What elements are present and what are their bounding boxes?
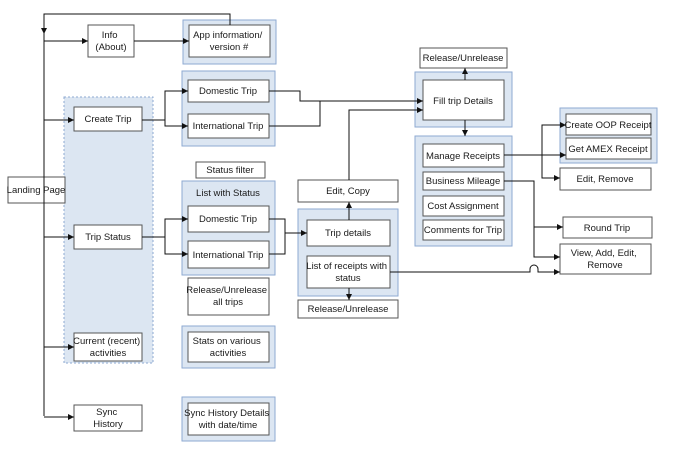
trip-details-label: Trip details [325,228,371,239]
release-bottom-label: Release/Unrelease [308,304,389,315]
release-all-box [187,277,270,316]
connector [541,155,560,181]
comments-label: Comments for Trip [424,225,502,236]
connector [142,216,188,238]
connector [142,88,188,121]
release-all-label: Release/Unrelease all trips [186,285,269,308]
status-filter-box [195,161,266,179]
sync-history-label: Sync History [93,407,123,430]
get-amex-box [565,137,652,160]
receipts-list-label: List of receipts with status [306,261,389,284]
cost-assignment-label: Cost Assignment [427,201,499,212]
info-label: Info (About) [95,30,126,53]
fill-trip-details-box [422,79,505,121]
connector [164,237,188,257]
view-add-box [559,243,652,275]
create-oop-label: Create OOP Receipt [565,120,652,131]
status-international-trip-label: International Trip [193,250,264,261]
create-trip-box [73,106,143,132]
comments-box [422,219,505,241]
round-trip-label: Round Trip [584,223,630,234]
connector [269,218,307,236]
landing-page-label: Landing Page [7,185,66,196]
connectors [41,13,566,420]
status-domestic-trip-label: Domestic Trip [199,214,257,225]
sync-history-box [73,404,143,432]
release-top-label: Release/Unrelease [423,53,504,64]
connector [504,180,563,230]
receipts-list-box [306,255,391,289]
get-amex-label: Get AMEX Receipt [568,144,648,155]
landing-page-box [7,176,66,204]
edit-remove-box [559,167,652,191]
connector [533,227,560,260]
status-domestic-trip-box [187,205,270,233]
international-trip-box [187,113,270,139]
list-with-status-label: List with Status [196,188,260,199]
view-add-label: View, Add, Edit, Remove [571,248,639,271]
labels: Landing Page Info (About) App informatio… [7,30,652,431]
connector [390,264,560,275]
release-bottom-box [297,299,399,319]
edit-copy-label: Edit, Copy [326,186,370,197]
cost-assignment-box [422,195,505,217]
status-filter-label: Status filter [206,165,254,176]
create-trip-label: Create Trip [85,114,132,125]
app-info-box [188,24,271,58]
manage-receipts-label: Manage Receipts [426,151,500,162]
app-info-label: App information/ version # [193,30,265,53]
sync-details-label: Sync History Details with date/time [184,408,272,431]
node-boxes [7,24,653,436]
stats-box [187,331,270,363]
connector [164,120,188,129]
domestic-trip-label: Domestic Trip [199,86,257,97]
connector [269,233,286,255]
current-activities-box [73,332,143,362]
connector [348,107,423,180]
connector [504,122,566,156]
international-trip-label: International Trip [193,121,264,132]
connector [269,90,423,104]
trip-details-box [306,219,391,247]
business-mileage-label: Business Mileage [426,176,500,187]
fill-trip-details-label: Fill trip Details [433,96,493,107]
current-activities-label: Current (recent) activities [73,336,143,359]
edit-remove-label: Edit, Remove [576,174,633,185]
trip-status-label: Trip Status [85,232,131,243]
stats-label: Stats on various activities [193,336,264,359]
connector [43,13,231,177]
connector [269,101,321,127]
status-international-trip-box [187,240,270,269]
sync-details-box [187,402,270,436]
